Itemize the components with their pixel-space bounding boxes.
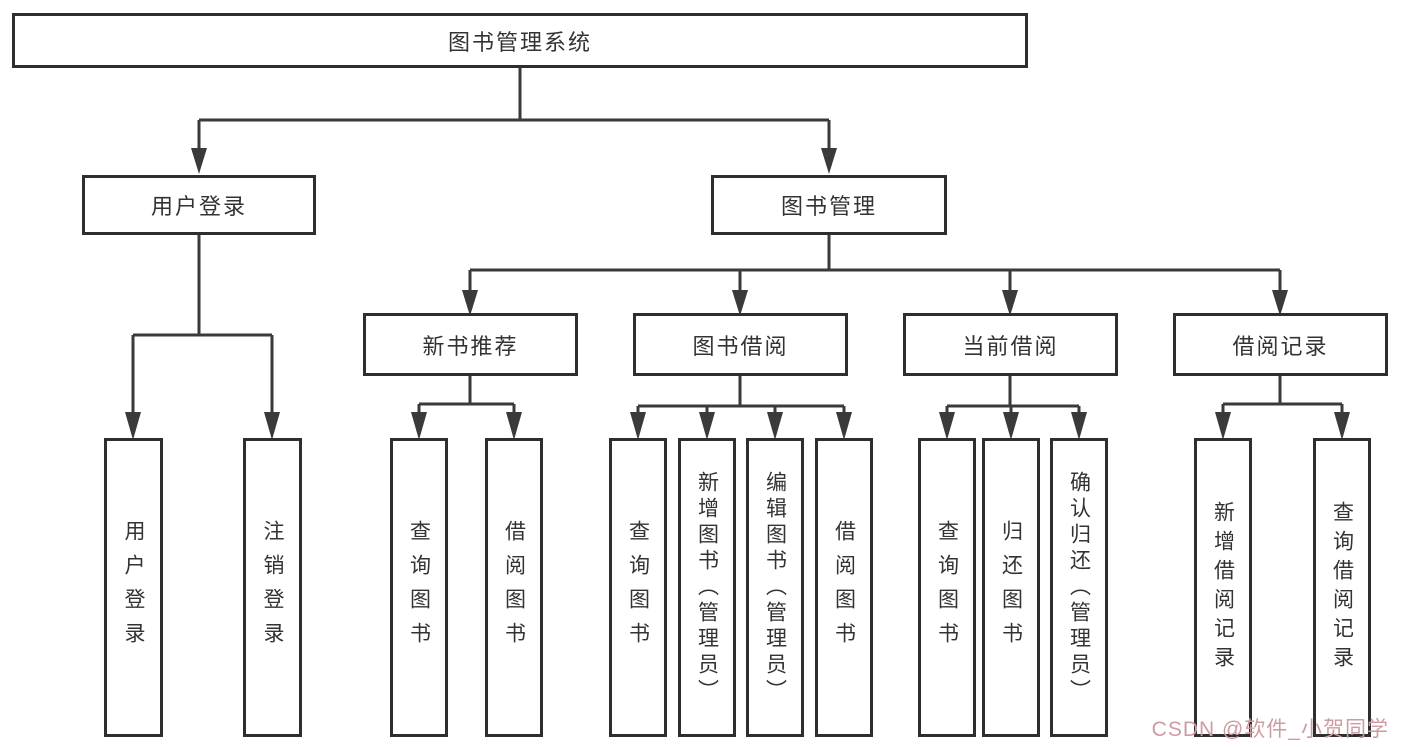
- leaf-borrow-books-recommend-label: 借阅图书: [502, 519, 526, 656]
- leaf-borrow-books-borrowing: 借阅图书: [815, 438, 873, 737]
- leaf-add-borrow-record-label: 新增借阅记录: [1211, 500, 1235, 675]
- leaf-borrow-books-recommend: 借阅图书: [485, 438, 543, 737]
- node-library-system-label: 图书管理系统: [447, 29, 592, 55]
- leaf-return-books-label: 归还图书: [999, 519, 1023, 656]
- leaf-confirm-return-admin-label: 确认归还（管理员）: [1067, 470, 1091, 705]
- leaf-add-book-admin-label: 新增图书（管理员）: [695, 470, 719, 705]
- node-book-borrowing: 图书借阅: [633, 313, 848, 376]
- leaf-query-books-borrowing: 查询图书: [609, 438, 667, 737]
- leaf-add-book-admin: 新增图书（管理员）: [678, 438, 736, 737]
- leaf-query-borrow-record-label: 查询借阅记录: [1330, 500, 1354, 675]
- leaf-query-borrow-record: 查询借阅记录: [1313, 438, 1371, 737]
- leaf-logout-label: 注销登录: [261, 519, 284, 656]
- arrowheads: [125, 148, 1350, 440]
- leaf-query-books-recommend-label: 查询图书: [407, 519, 431, 656]
- leaf-query-books-borrowing-label: 查询图书: [626, 519, 650, 656]
- leaf-user-login: 用户登录: [104, 438, 163, 737]
- node-book-management: 图书管理: [711, 175, 947, 235]
- node-borrow-records-label: 借阅记录: [1232, 333, 1329, 359]
- leaf-query-books-current-label: 查询图书: [935, 519, 959, 656]
- leaf-logout: 注销登录: [243, 438, 302, 737]
- leaf-user-login-label: 用户登录: [122, 519, 145, 656]
- leaf-borrow-books-borrowing-label: 借阅图书: [832, 519, 856, 656]
- node-current-borrowing: 当前借阅: [903, 313, 1118, 376]
- node-library-system: 图书管理系统: [12, 13, 1028, 68]
- node-user-login-label: 用户登录: [150, 194, 247, 219]
- leaf-confirm-return-admin: 确认归还（管理员）: [1050, 438, 1108, 737]
- node-new-book-recommend: 新书推荐: [363, 313, 578, 376]
- node-borrow-records: 借阅记录: [1173, 313, 1388, 376]
- csdn-watermark: CSDN @软件_小贺同学: [1151, 718, 1389, 741]
- leaf-return-books: 归还图书: [982, 438, 1040, 737]
- node-current-borrowing-label: 当前借阅: [962, 333, 1059, 359]
- leaf-query-books-current: 查询图书: [918, 438, 976, 737]
- node-user-login: 用户登录: [82, 175, 316, 235]
- leaf-query-books-recommend: 查询图书: [390, 438, 448, 737]
- connector-stems: [131, 68, 1344, 416]
- leaf-add-borrow-record: 新增借阅记录: [1194, 438, 1252, 737]
- node-new-book-recommend-label: 新书推荐: [422, 333, 519, 359]
- node-book-borrowing-label: 图书借阅: [692, 333, 789, 359]
- leaf-edit-book-admin: 编辑图书（管理员）: [746, 438, 804, 737]
- node-book-management-label: 图书管理: [780, 194, 877, 219]
- leaf-edit-book-admin-label: 编辑图书（管理员）: [763, 470, 787, 705]
